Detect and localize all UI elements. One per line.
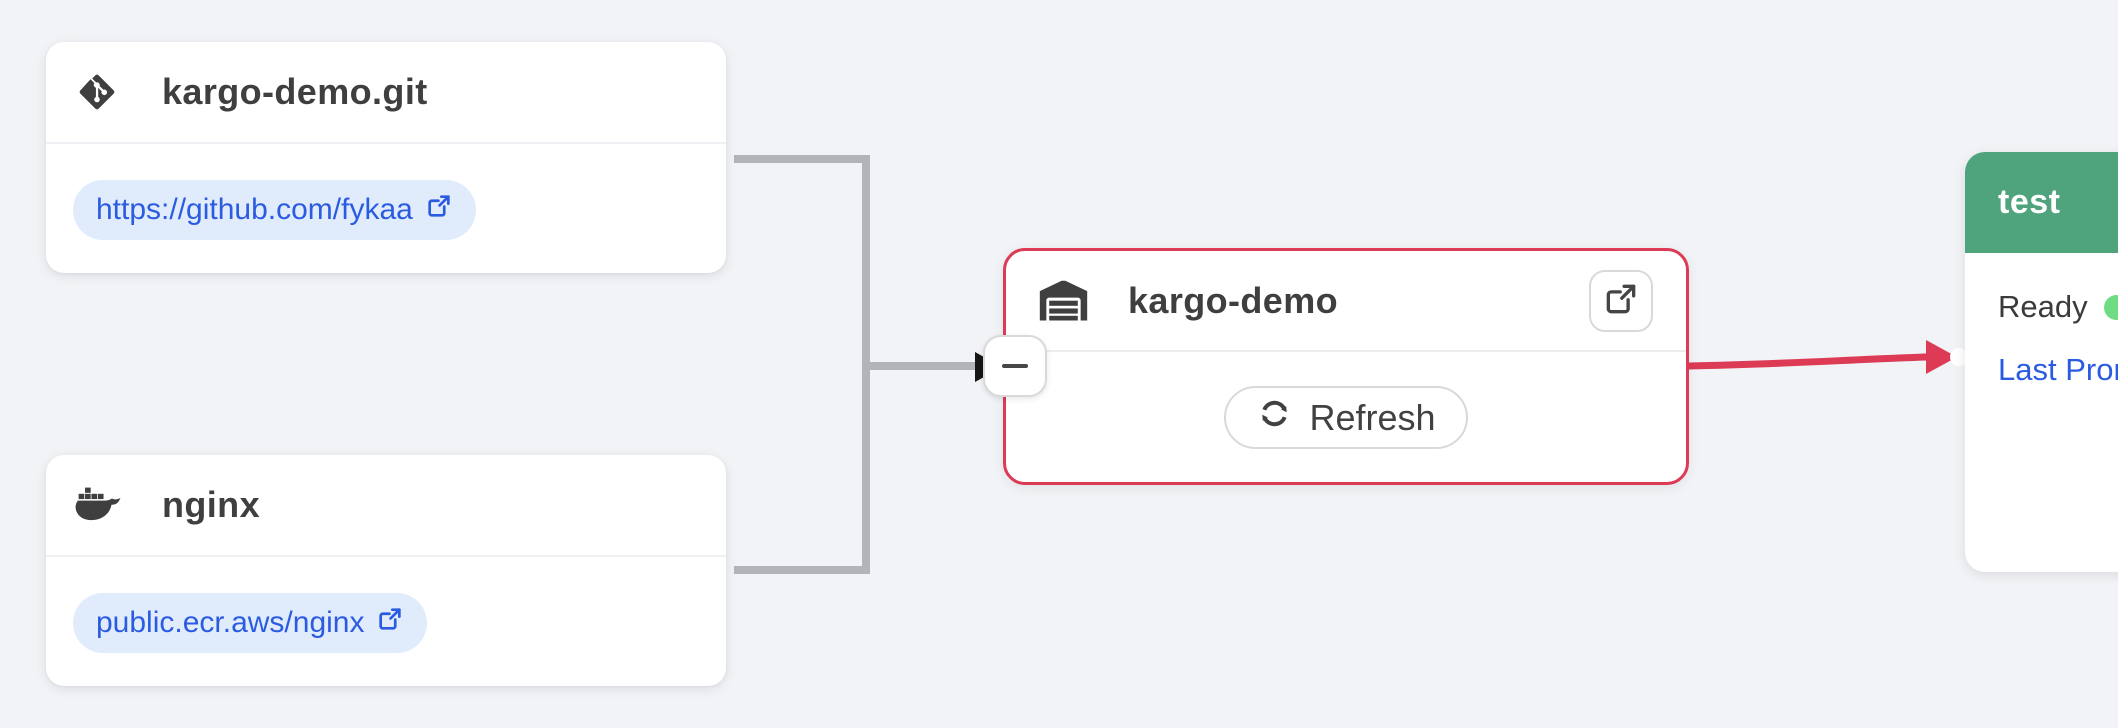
freight-source-header: nginx bbox=[46, 455, 726, 557]
repo-url-link[interactable]: public.ecr.aws/nginx bbox=[73, 593, 428, 653]
external-link-icon bbox=[376, 605, 404, 641]
refresh-button[interactable]: Refresh bbox=[1224, 386, 1468, 449]
collapse-subscriptions-button[interactable] bbox=[983, 335, 1047, 397]
stage-status-row: Ready bbox=[1998, 289, 2118, 325]
stage-status-label: Ready bbox=[1998, 289, 2088, 324]
refresh-icon bbox=[1256, 395, 1293, 441]
freight-source-body: https://github.com/fykaa bbox=[46, 144, 726, 240]
edge-git-to-warehouse bbox=[734, 155, 990, 370]
refresh-label: Refresh bbox=[1309, 396, 1436, 438]
stage-title: test bbox=[1998, 183, 2061, 221]
warehouse-icon bbox=[1038, 280, 1088, 321]
freight-source-card-image[interactable]: nginx public.ecr.aws/nginx bbox=[46, 455, 726, 686]
docker-icon bbox=[72, 487, 122, 524]
external-link-icon bbox=[425, 192, 453, 228]
repo-url-link[interactable]: https://github.com/fykaa bbox=[73, 180, 476, 240]
warehouse-body: Refresh bbox=[1006, 352, 1686, 449]
stage-header: test bbox=[1965, 152, 2118, 253]
edge-image-to-warehouse bbox=[734, 366, 870, 574]
repo-url-text: public.ecr.aws/nginx bbox=[96, 606, 365, 639]
stage-node-test[interactable]: test Ready Last Promotion bbox=[1965, 152, 2118, 572]
warehouse-header: kargo-demo bbox=[1006, 251, 1686, 352]
minus-icon bbox=[1002, 364, 1028, 368]
freight-source-header: kargo-demo.git bbox=[46, 42, 726, 144]
warehouse-node[interactable]: kargo-demo bbox=[1003, 248, 1689, 485]
repo-url-text: https://github.com/fykaa bbox=[96, 193, 413, 226]
warehouse-title: kargo-demo bbox=[1128, 279, 1339, 321]
edge-arrowhead-red bbox=[1926, 340, 1957, 374]
stage-body: Ready Last Promotion bbox=[1965, 253, 2118, 388]
external-link-icon bbox=[1602, 280, 1640, 323]
freight-source-card-git[interactable]: kargo-demo.git https://github.com/fykaa bbox=[46, 42, 726, 273]
status-dot-icon bbox=[2103, 294, 2118, 320]
stage-input-handle bbox=[1950, 348, 1968, 366]
last-promotion-link[interactable]: Last Promotion bbox=[1998, 352, 2118, 387]
freight-source-title: kargo-demo.git bbox=[162, 71, 428, 112]
freight-source-body: public.ecr.aws/nginx bbox=[46, 557, 726, 653]
freight-source-title: nginx bbox=[162, 484, 260, 525]
warehouse-open-button[interactable] bbox=[1589, 270, 1653, 332]
edge-warehouse-to-stage bbox=[1685, 353, 1930, 370]
git-icon bbox=[72, 74, 122, 110]
